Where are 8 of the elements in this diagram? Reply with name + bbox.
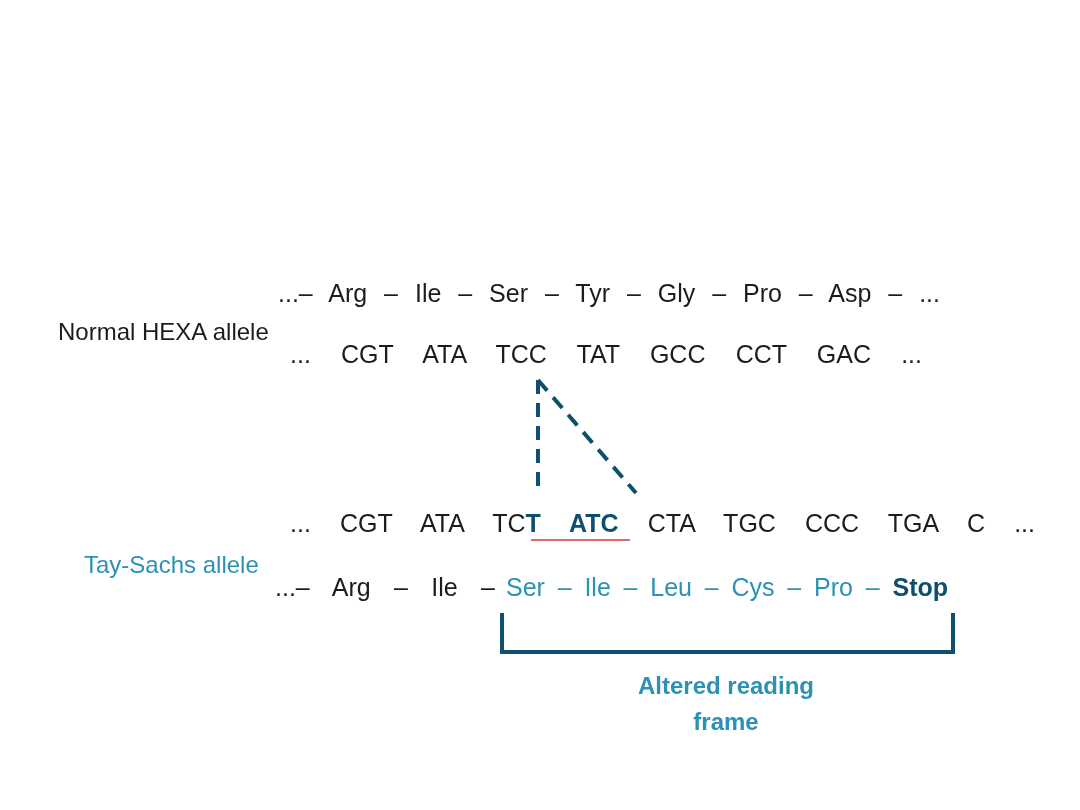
amino-acid-sequence: Ser – Ile – Leu – Cys – Pro – Stop <box>506 572 948 602</box>
amino-acid-sequence: ...– Arg – Ile – <box>275 572 495 602</box>
amino-acid-sequence: ...– Arg – Ile – Ser – Tyr – Gly – Pro – Asp – ... <box>278 278 940 308</box>
allele-name: Tay-Sachs allele <box>84 550 259 580</box>
bracket-label: Altered reading frame <box>636 671 815 737</box>
allele-name: Normal HEXA allele <box>58 317 269 347</box>
dna-sequence: ... CGT ATA TCC TAT GCC CCT GAC ... <box>290 339 922 369</box>
dna-sequence: ... CGT ATA TCT ATC CTA TGC CCC TGA C ... <box>290 508 1035 538</box>
